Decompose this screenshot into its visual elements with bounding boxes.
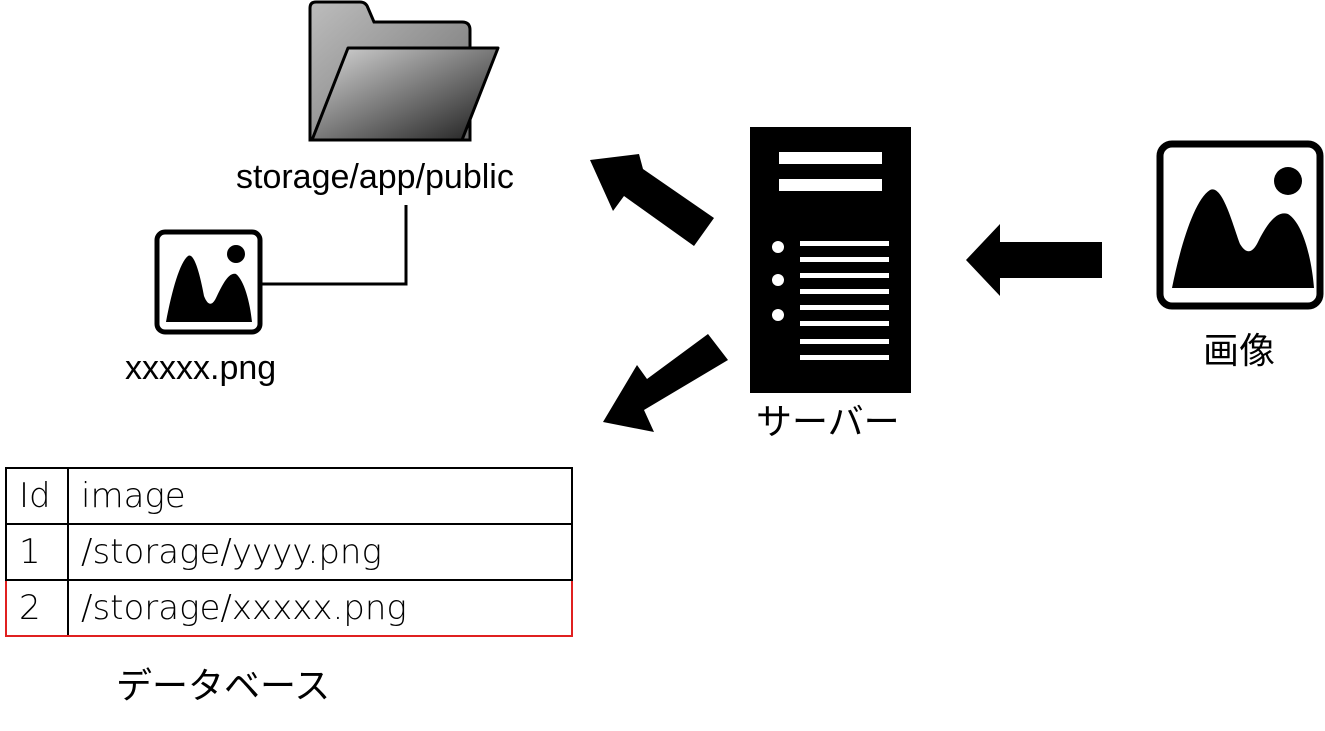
image-file-icon xyxy=(154,229,263,335)
column-header-id: Id xyxy=(5,467,69,525)
row-image-cell: /storage/xxxxx.png xyxy=(67,579,573,637)
column-header-image: image xyxy=(67,467,573,525)
server-icon xyxy=(750,127,911,393)
arrow-server-to-database xyxy=(603,334,728,432)
file-label: xxxxx.png xyxy=(125,349,277,387)
folder-icon xyxy=(308,0,500,142)
folder-file-connector xyxy=(260,205,408,286)
table-row-highlighted: 2 /storage/xxxxx.png xyxy=(5,579,573,637)
database-table: Id image 1 /storage/yyyy.png 2 /storage/… xyxy=(5,467,573,637)
row-id-cell: 2 xyxy=(5,579,69,637)
image-label: 画像 xyxy=(1203,331,1276,372)
arrow-image-to-server xyxy=(966,224,1102,296)
folder-label: storage/app/public xyxy=(236,158,514,196)
database-label: データベース xyxy=(116,666,331,707)
image-icon xyxy=(1156,140,1324,310)
row-image-cell: /storage/yyyy.png xyxy=(67,523,573,581)
row-id-cell: 1 xyxy=(5,523,69,581)
server-label: サーバー xyxy=(756,402,900,443)
table-row: 1 /storage/yyyy.png xyxy=(5,523,573,581)
arrow-server-to-folder xyxy=(590,154,714,246)
table-header-row: Id image xyxy=(5,467,573,525)
